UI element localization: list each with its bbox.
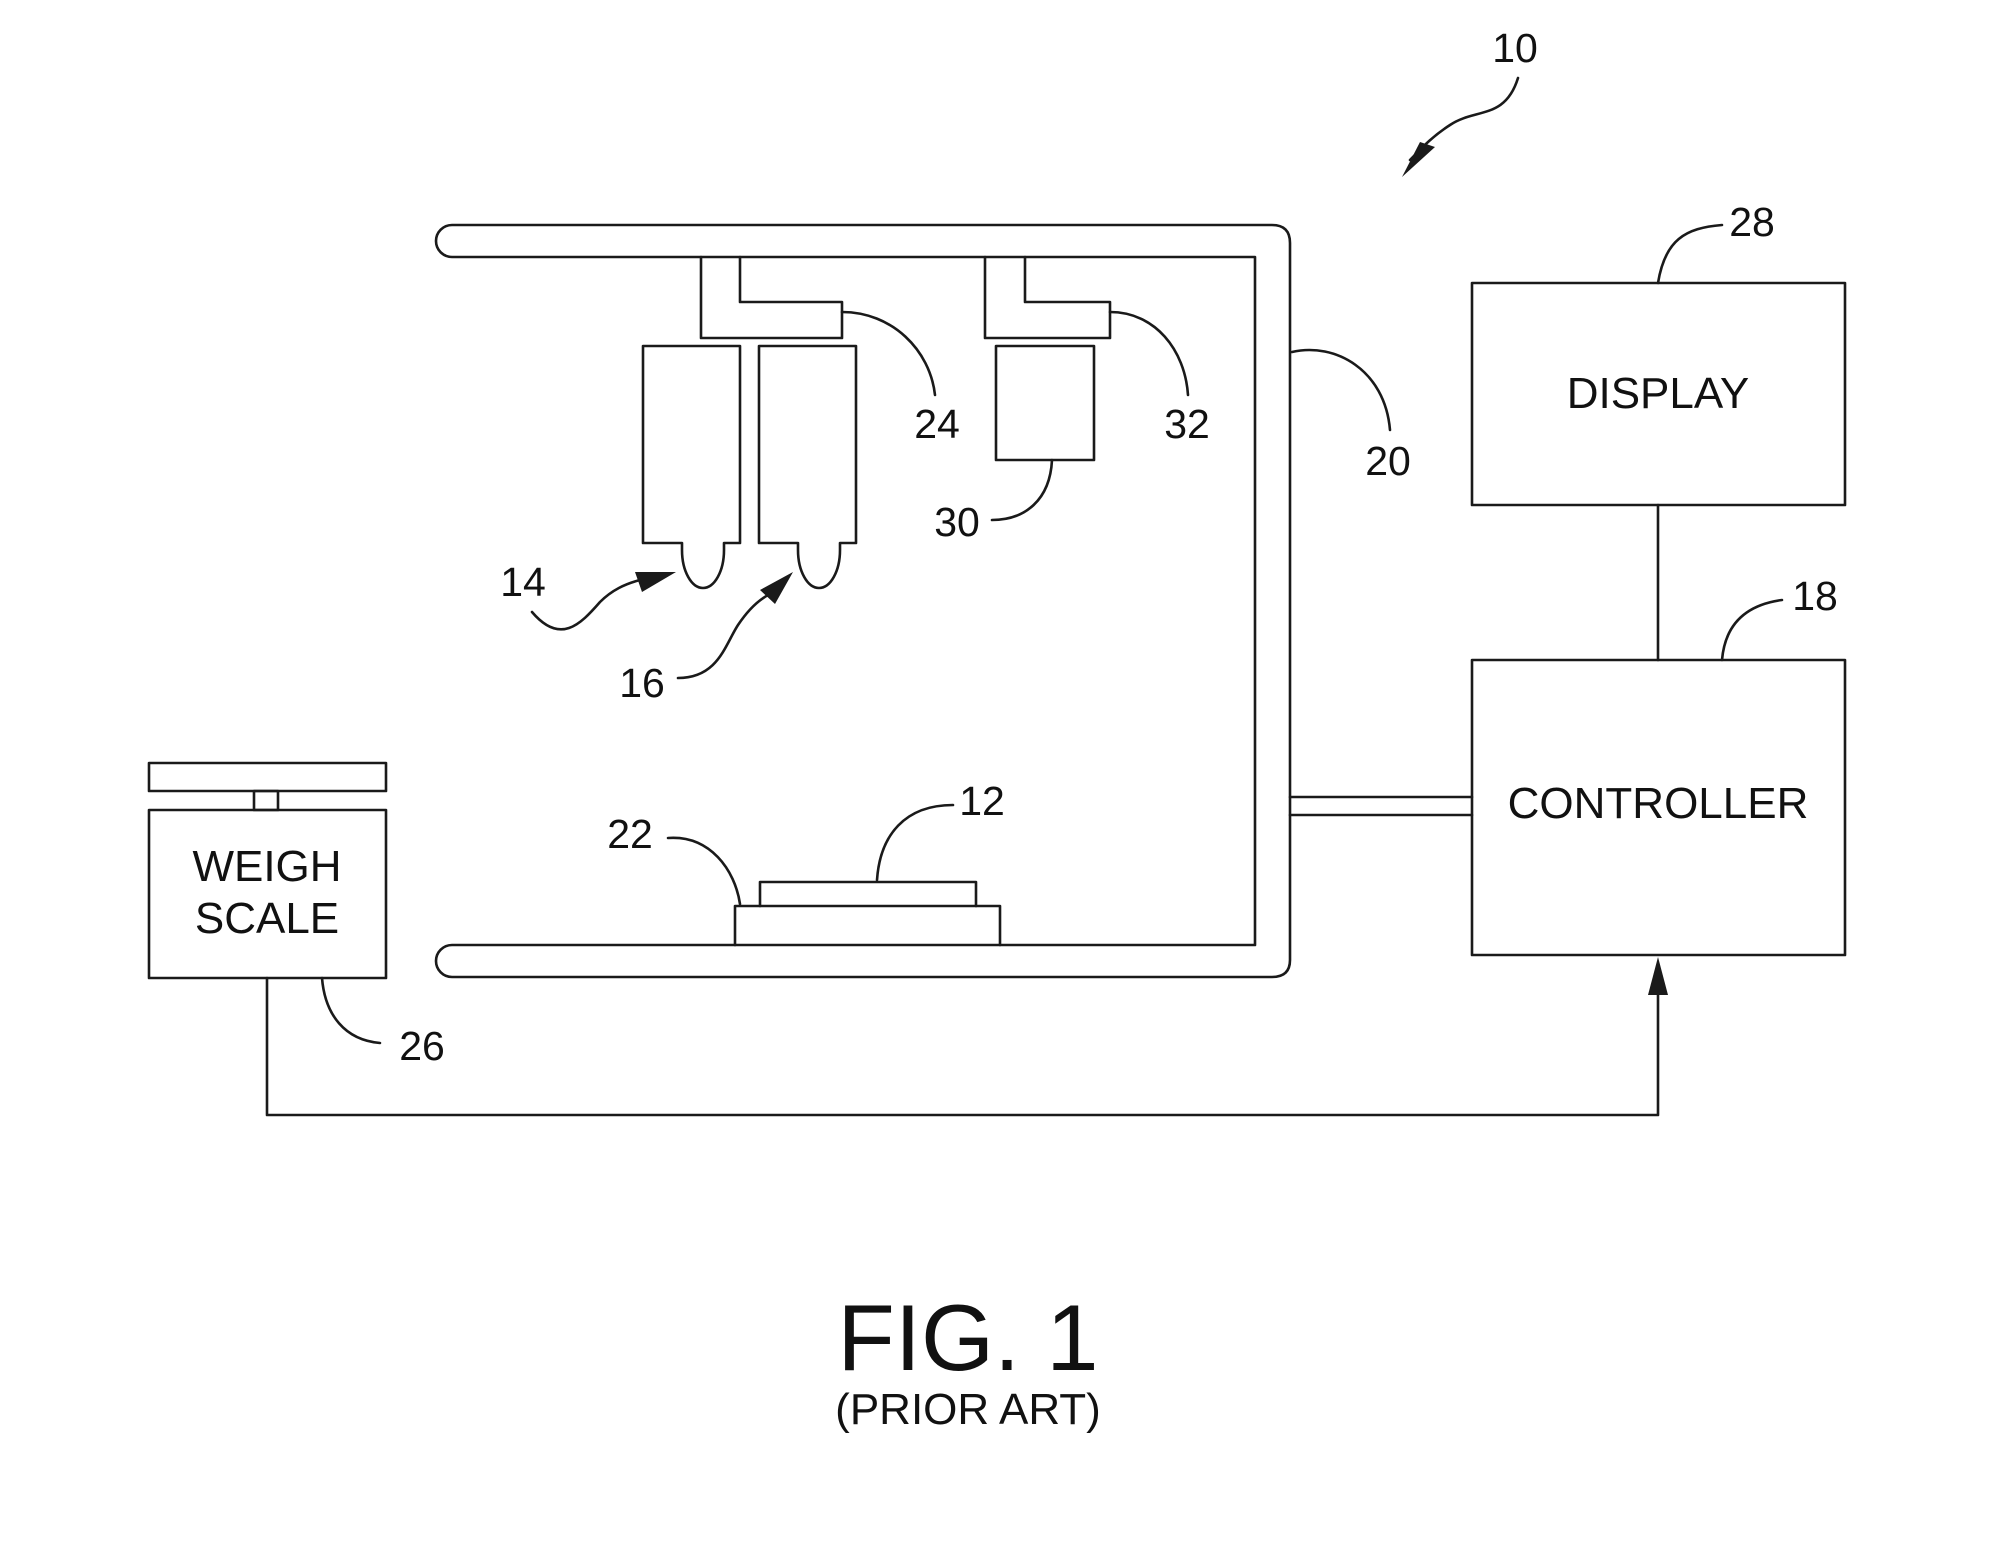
frame-leader: [1292, 350, 1390, 430]
substrate: [760, 882, 976, 906]
ref-label-frame: 20: [1365, 438, 1411, 484]
dispenser-first: [643, 346, 740, 588]
ref-label-camera: 30: [934, 499, 980, 545]
weigh-scale-label-line1: WEIGH: [192, 842, 341, 891]
frame-gantry: [436, 225, 1290, 977]
camera-mount-leader: [1110, 312, 1188, 395]
camera-mount: [985, 257, 1110, 338]
ref-label-display: 28: [1729, 199, 1775, 245]
controller-leader: [1722, 600, 1782, 660]
ref-label-weigh-scale: 26: [399, 1023, 445, 1069]
weigh-scale-leader: [322, 978, 380, 1043]
dispenser-first-leader: [532, 572, 676, 629]
ref-label-platform: 22: [607, 811, 653, 857]
dispenser-second: [759, 346, 856, 588]
platform: [735, 906, 1000, 945]
display-leader: [1658, 225, 1722, 283]
figure-title: FIG. 1: [837, 1285, 1098, 1390]
dispenser-second-leader: [678, 572, 793, 678]
ref-label-camera-mount: 32: [1164, 401, 1210, 447]
figure-subtitle: (PRIOR ART): [835, 1385, 1101, 1434]
ref-label-system: 10: [1492, 25, 1538, 71]
weigh-scale-label-line2: SCALE: [195, 894, 339, 943]
ref-label-controller: 18: [1792, 573, 1838, 619]
scale-controller-signal: [267, 957, 1668, 1115]
camera: [996, 346, 1094, 460]
ref-label-dispenser-mount: 24: [914, 401, 960, 447]
display-label: DISPLAY: [1567, 369, 1750, 418]
controller-label: CONTROLLER: [1508, 779, 1809, 828]
ref-label-dispenser-first: 14: [500, 559, 546, 605]
camera-leader: [992, 460, 1052, 520]
frame-controller-link: [1290, 797, 1472, 815]
ref-label-substrate: 12: [959, 778, 1005, 824]
platform-leader: [668, 838, 740, 904]
substrate-leader: [877, 805, 953, 880]
dispenser-mount: [701, 257, 842, 338]
system-leader: [1402, 78, 1518, 177]
ref-label-dispenser-second: 16: [619, 660, 665, 706]
